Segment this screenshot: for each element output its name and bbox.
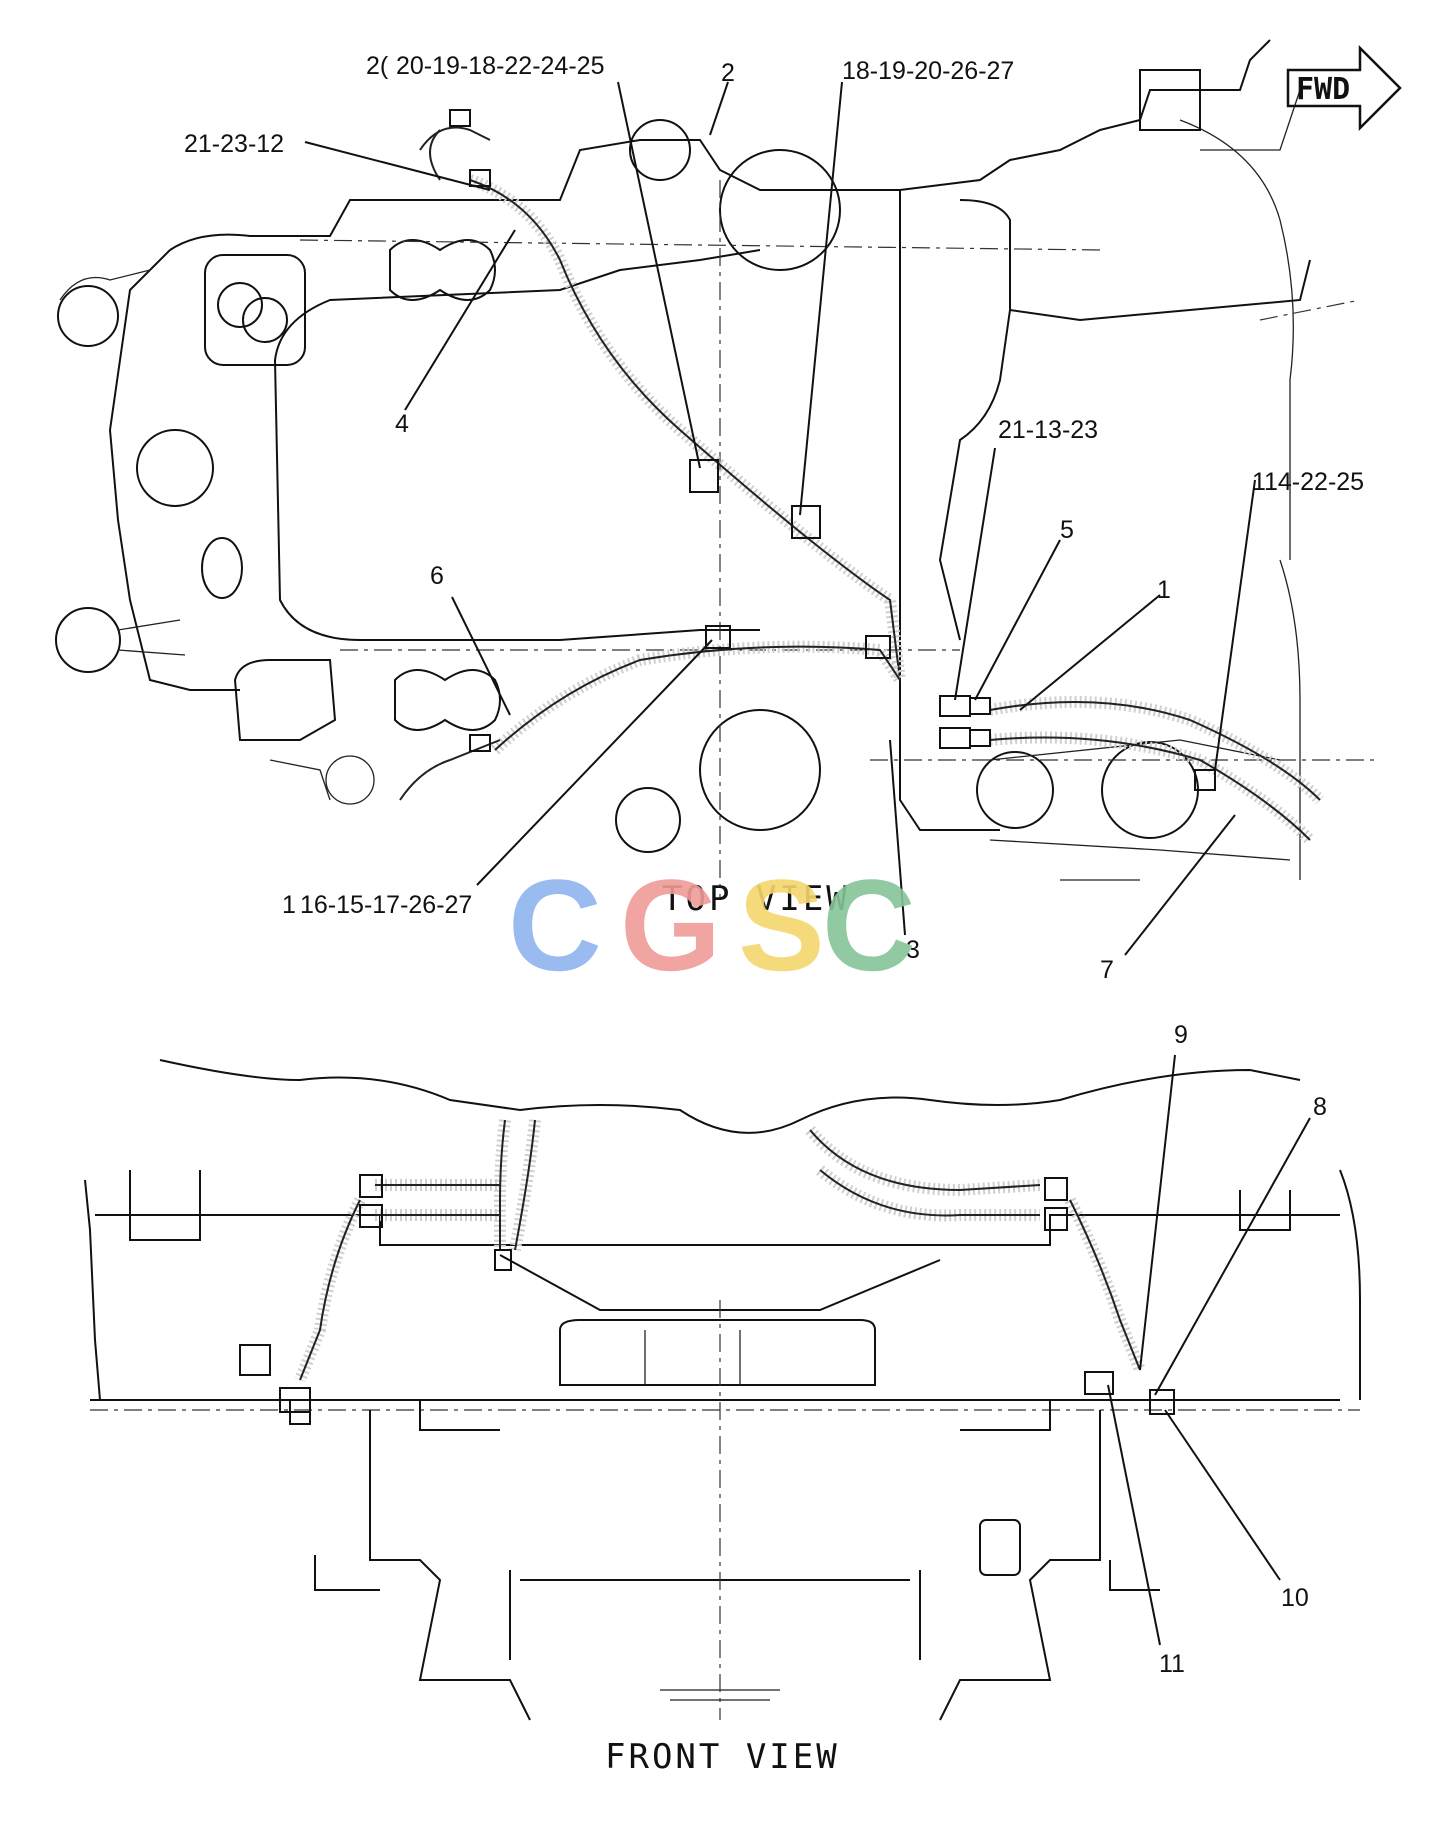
callout-20: 2( [366, 52, 389, 80]
callout-7: 7 [1100, 956, 1114, 984]
cgsc-watermark: C G S C [508, 852, 916, 998]
watermark-letter-g: G [620, 852, 721, 998]
callout-5: 5 [1060, 516, 1074, 544]
front-view-drawing [84, 1059, 1361, 1721]
watermark-letter-c2: C [822, 852, 916, 998]
fwd-arrow-icon: FWD [1286, 44, 1402, 132]
front-view-title: FRONT VIEW [605, 1737, 840, 1777]
leader-lines [304, 81, 1311, 1646]
callout-21-13-23: 21-13-23 [998, 416, 1098, 444]
callout-11: 11 [1159, 1650, 1185, 1678]
callout-10: 10 [1281, 1584, 1309, 1612]
top-view-drawing [55, 39, 1380, 900]
callout-20-19-18-22-24-25: 20-19-18-22-24-25 [396, 52, 604, 80]
callout-21-23-12: 21-23-12 [184, 130, 284, 158]
callout-4: 4 [395, 410, 409, 438]
callout-1: 1 [1157, 576, 1171, 604]
callout-labels: 2( 20-19-18-22-24-25 2 18-19-20-26-27 21… [184, 52, 1364, 1678]
callout-3: 3 [906, 936, 920, 964]
callout-16-15-17-26-27: 16-15-17-26-27 [300, 891, 472, 919]
callout-6: 6 [430, 562, 444, 590]
callout-8: 8 [1313, 1093, 1327, 1121]
callout-18-19-20-26-27: 18-19-20-26-27 [842, 57, 1014, 85]
callout-16: 1 [282, 891, 296, 919]
callout-2: 2 [721, 59, 735, 87]
callout-14: 1 [1252, 468, 1266, 496]
callout-9: 9 [1174, 1021, 1188, 1049]
fwd-label: FWD [1296, 72, 1350, 107]
watermark-letter-c1: C [508, 852, 602, 998]
top-view-title: TOP VIEW [662, 879, 850, 919]
callout-14-22-25: 14-22-25 [1264, 468, 1364, 496]
watermark-letter-s: S [738, 852, 825, 998]
